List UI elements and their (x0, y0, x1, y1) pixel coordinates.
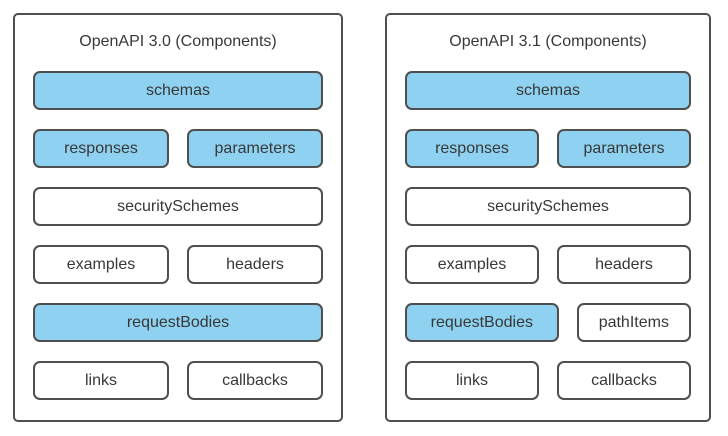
component-box-label: schemas (515, 81, 581, 99)
component-row: examples headers (405, 245, 691, 284)
panel-title-openapi-3-1: OpenAPI 3.1 (Components) (449, 33, 647, 50)
component-box-responses: responses (405, 129, 539, 168)
component-box-label: schemas (145, 81, 211, 99)
component-box-pathitems: pathItems (576, 303, 691, 342)
component-row: schemas (405, 71, 691, 110)
component-box-label: responses (435, 139, 509, 157)
component-row: links callbacks (33, 361, 323, 400)
component-box-headers: headers (187, 245, 323, 284)
component-row: securitySchemes (33, 187, 323, 226)
component-row: responses parameters (33, 129, 323, 168)
component-box-links: links (405, 361, 539, 400)
component-box-schemas: schemas (33, 71, 323, 110)
component-box-label: callbacks (591, 371, 657, 389)
component-box-links: links (33, 361, 169, 400)
panel-openapi-3-0: OpenAPI 3.0 (Components) schemas response… (13, 13, 343, 422)
component-box-callbacks: callbacks (187, 361, 323, 400)
component-box-label: examples (437, 255, 507, 273)
component-box-label: links (455, 371, 488, 389)
component-box-label: requestBodies (126, 313, 230, 331)
component-box-requestbodies: requestBodies (33, 303, 323, 342)
component-box-examples: examples (405, 245, 539, 284)
component-row: requestBodies pathItems (405, 303, 691, 342)
component-box-label: securitySchemes (117, 197, 239, 215)
component-row: responses parameters (405, 129, 691, 168)
component-box-securityschemes: securitySchemes (33, 187, 323, 226)
panel-rows: schemas responses parameters securityScheme… (33, 71, 323, 400)
component-box-headers: headers (557, 245, 691, 284)
component-box-requestbodies: requestBodies (405, 303, 559, 342)
component-box-label: callbacks (222, 371, 288, 389)
panel-title-openapi-3-0: OpenAPI 3.0 (Components) (79, 33, 277, 50)
component-box-label: headers (595, 255, 653, 273)
component-box-responses: responses (33, 129, 169, 168)
component-row: schemas (33, 71, 323, 110)
panel-rows: schemas responses parameters securityScheme… (405, 71, 691, 400)
component-box-label: links (84, 371, 117, 389)
component-box-label: headers (226, 255, 284, 273)
component-box-label: parameters (214, 139, 296, 157)
component-box-label: parameters (583, 139, 665, 157)
component-box-label: requestBodies (430, 313, 533, 331)
component-box-parameters: parameters (557, 129, 691, 168)
component-row: requestBodies (33, 303, 323, 342)
component-box-label: securitySchemes (487, 197, 609, 215)
component-box-label: pathItems (598, 313, 669, 331)
component-box-examples: examples (33, 245, 169, 284)
component-box-securityschemes: securitySchemes (405, 187, 691, 226)
component-box-callbacks: callbacks (557, 361, 691, 400)
component-box-label: examples (66, 255, 136, 273)
component-row: securitySchemes (405, 187, 691, 226)
component-box-label: responses (64, 139, 138, 157)
component-box-parameters: parameters (187, 129, 323, 168)
component-row: links callbacks (405, 361, 691, 400)
component-box-schemas: schemas (405, 71, 691, 110)
component-row: examples headers (33, 245, 323, 284)
panel-openapi-3-1: OpenAPI 3.1 (Components) schemas response… (385, 13, 711, 422)
